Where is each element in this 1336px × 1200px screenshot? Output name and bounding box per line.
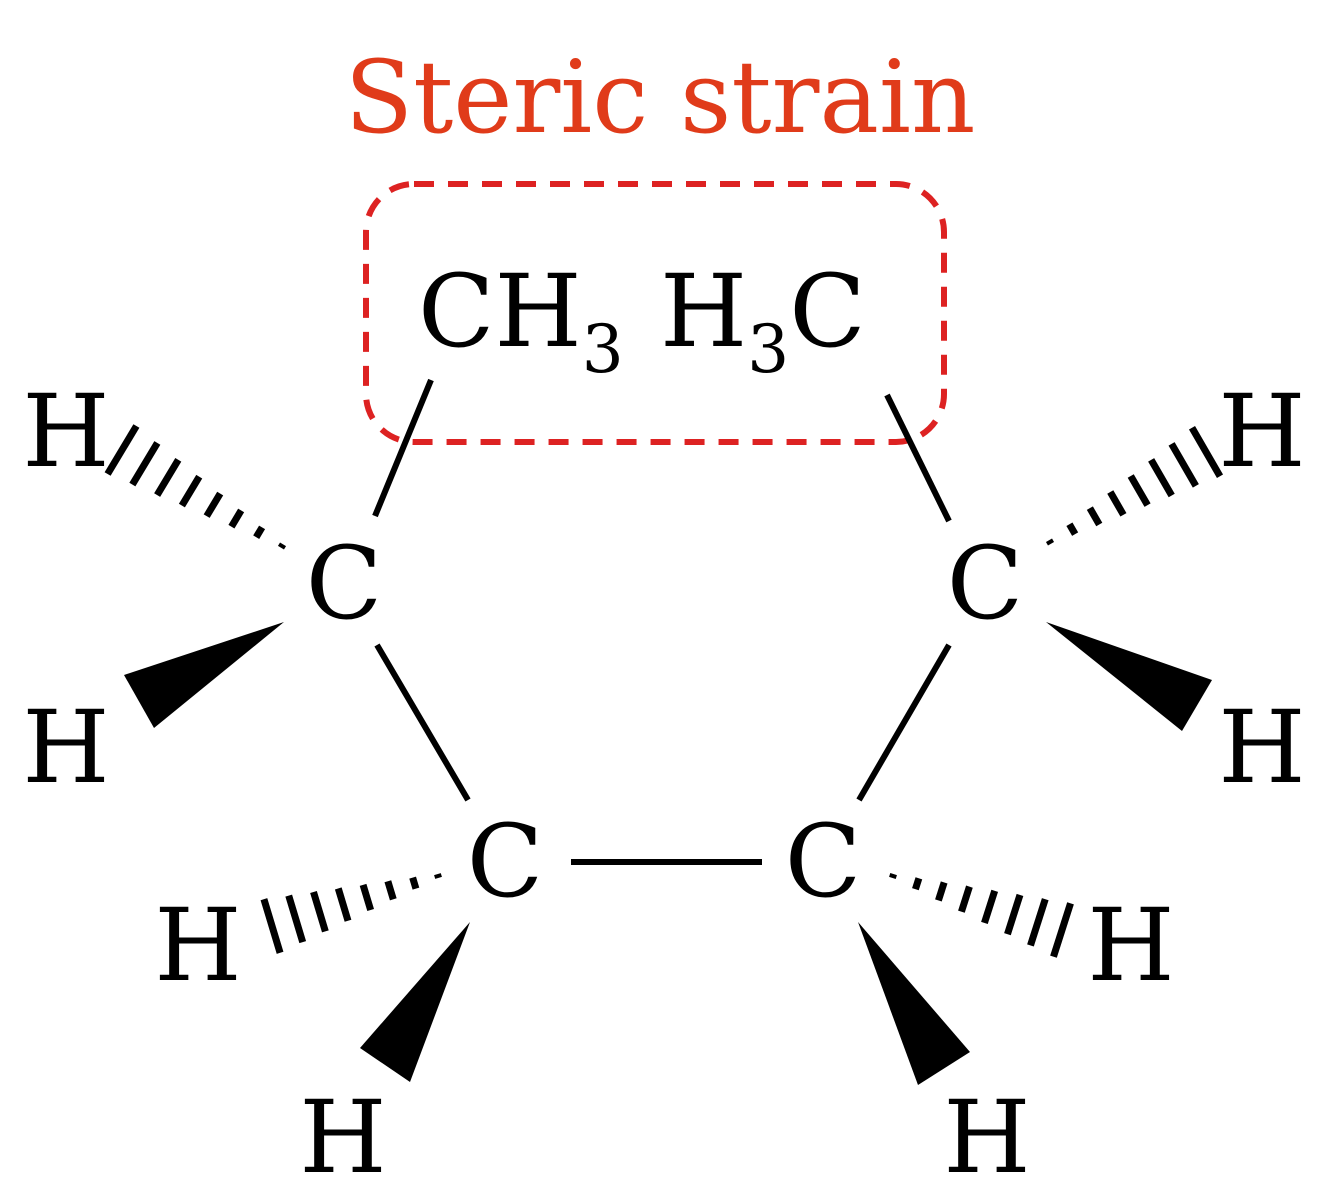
hashed-bonds bbox=[104, 424, 1224, 958]
hashed-left-upper bbox=[104, 424, 287, 550]
hash-line bbox=[1107, 490, 1127, 517]
hydrogen-bottom-left-hashed: H bbox=[154, 887, 241, 1004]
hashed-bottom-right bbox=[889, 873, 1074, 958]
hashed-bottom-left bbox=[260, 873, 442, 954]
hydrogen-left-lower: H bbox=[22, 689, 109, 806]
hydrogen-bottom-left-wedge: H bbox=[299, 1079, 386, 1196]
bond-methyl-left bbox=[372, 378, 434, 518]
methyl-left: CH3 bbox=[418, 253, 624, 388]
bond-methyl-right bbox=[884, 393, 952, 523]
steric-strain-highlight-box bbox=[363, 181, 947, 445]
hash-line bbox=[129, 441, 161, 487]
hash-line bbox=[1188, 425, 1224, 479]
hydrogen-bottom-right-hashed: H bbox=[1087, 887, 1174, 1004]
bond-left-ring bbox=[374, 643, 471, 802]
carbon-top-left: C bbox=[306, 525, 383, 642]
hydrogen-bottom-right-wedge: H bbox=[943, 1079, 1030, 1196]
hash-line bbox=[1045, 538, 1055, 546]
steric-strain-label: Steric strain bbox=[345, 39, 976, 156]
carbon-bottom-left: C bbox=[467, 803, 544, 920]
hash-line bbox=[1168, 442, 1199, 488]
hash-line bbox=[1004, 893, 1024, 936]
hydrogen-right-lower: H bbox=[1218, 689, 1305, 806]
wedge-bottom-left bbox=[360, 922, 470, 1082]
hash-line bbox=[1127, 474, 1151, 507]
hash-line bbox=[889, 873, 897, 879]
hash-line bbox=[384, 880, 397, 901]
hash-line bbox=[935, 881, 948, 902]
hashed-right-upper bbox=[1045, 425, 1224, 546]
hash-line bbox=[253, 525, 266, 539]
wedge-bonds bbox=[124, 622, 1212, 1085]
methyl-right: H3C bbox=[660, 253, 866, 388]
wedge-left-lower bbox=[124, 622, 284, 728]
hash-line bbox=[359, 883, 374, 912]
hash-line bbox=[1050, 902, 1074, 958]
hash-line bbox=[310, 891, 329, 933]
hash-line bbox=[178, 474, 203, 508]
bond-right-ring bbox=[856, 643, 952, 802]
hash-line bbox=[203, 491, 224, 518]
hydrogen-left-upper: H bbox=[22, 373, 109, 490]
hash-line bbox=[334, 887, 352, 922]
hash-line bbox=[958, 885, 973, 913]
hash-line bbox=[277, 542, 287, 550]
hash-line bbox=[434, 873, 442, 879]
hydrogen-right-upper: H bbox=[1218, 373, 1305, 490]
atom-labels: C C C C CH3 H3C H H H H H H H H bbox=[22, 253, 1305, 1196]
hash-line bbox=[260, 898, 284, 954]
hash-line bbox=[1066, 522, 1079, 536]
wedge-bottom-right bbox=[858, 922, 970, 1085]
carbon-top-right: C bbox=[947, 525, 1024, 642]
hash-line bbox=[228, 508, 245, 529]
hash-line bbox=[1086, 506, 1103, 527]
hash-line bbox=[912, 877, 923, 891]
hash-line bbox=[104, 424, 140, 476]
hash-line bbox=[1148, 458, 1175, 498]
hash-line bbox=[154, 457, 182, 497]
carbon-bottom-right: C bbox=[785, 803, 862, 920]
carbon-bonds bbox=[372, 378, 952, 865]
hash-line bbox=[409, 876, 420, 890]
hash-line bbox=[1027, 898, 1049, 947]
hash-line bbox=[285, 894, 307, 944]
wedge-right-lower bbox=[1046, 622, 1212, 731]
hash-line bbox=[981, 889, 999, 924]
